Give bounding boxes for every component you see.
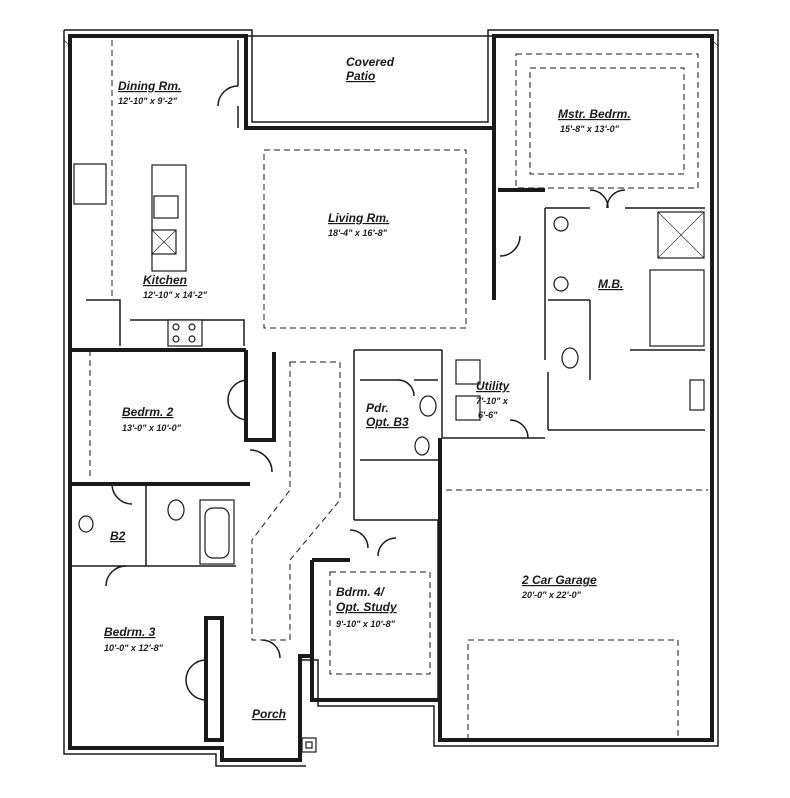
bath-2-label: B2 (110, 529, 126, 543)
bedroom-4-label-1: Bdrm. 4/ (336, 585, 386, 599)
bedroom-2-dims: 13'-0" x 10'-0" (122, 423, 182, 433)
powder-toilet (419, 395, 437, 417)
exterior-walls (63, 29, 719, 767)
master-sink-2 (553, 276, 569, 292)
door-swings (105, 85, 626, 701)
master-sink-1 (553, 216, 569, 232)
master-toilet (561, 347, 579, 369)
covered-patio-label-1: Covered (346, 55, 395, 69)
living-room-dims: 18'-4" x 16'-8" (328, 228, 388, 238)
refrigerator (73, 163, 107, 205)
bedroom-3-label: Bedrm. 3 (104, 625, 156, 639)
wall-hatching (63, 39, 719, 741)
kitchen-sink (153, 195, 179, 219)
room-labels: Covered Patio Dining Rm. 12'-10" x 9'-2"… (104, 55, 631, 721)
bedroom-4-dims: 9'-10" x 10'-8" (336, 619, 396, 629)
kitchen-label: Kitchen (143, 273, 187, 287)
washer (455, 359, 481, 385)
utility-dims-2: 6'-6" (478, 410, 498, 420)
utility-label: Utility (476, 379, 511, 393)
utility-dims-1: 7'-10" x (476, 396, 509, 406)
dining-room-label: Dining Rm. (118, 79, 181, 93)
master-bedroom-dims: 15'-8" x 13'-0" (560, 124, 620, 134)
powder-sink (414, 436, 430, 456)
bath2-toilet (167, 499, 185, 521)
bedroom-3-dims: 10'-0" x 12'-8" (104, 643, 164, 653)
interior-walls (70, 40, 705, 742)
range (167, 319, 203, 347)
fixtures (73, 163, 705, 753)
living-room-label: Living Rm. (328, 211, 389, 225)
master-bath-label: M.B. (598, 277, 623, 291)
master-bedroom-label: Mstr. Bedrm. (558, 107, 631, 121)
dryer (455, 395, 481, 421)
covered-patio-label-2: Patio (346, 69, 375, 83)
powder-label-1: Pdr. (366, 401, 389, 415)
garage-label: 2 Car Garage (521, 573, 597, 587)
dining-room-dims: 12'-10" x 9'-2" (118, 96, 178, 106)
dashed-outlines (89, 40, 708, 741)
kitchen-dims: 12'-10" x 14'-2" (143, 290, 208, 300)
powder-label-2: Opt. B3 (366, 415, 409, 429)
garage-dims: 20'-0" x 22'-0" (521, 590, 582, 600)
bath2-sink (78, 515, 94, 533)
bedroom-4-label-2: Opt. Study (336, 600, 398, 614)
bedroom-2-label: Bedrm. 2 (122, 405, 174, 419)
porch-label: Porch (252, 707, 286, 721)
